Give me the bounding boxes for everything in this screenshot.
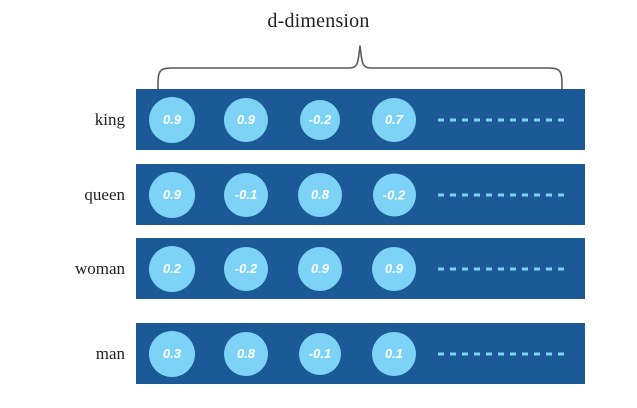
ellipsis-dash — [510, 193, 516, 196]
ellipsis-dash — [474, 118, 480, 121]
embedding-value-circle: 0.3 — [149, 330, 195, 377]
ellipsis-dash — [558, 267, 564, 270]
embedding-value-circle: -0.2 — [300, 99, 340, 140]
ellipsis-dash — [450, 267, 456, 270]
embedding-vector-bar: 0.9 -0.1 0.8 -0.2 — [136, 164, 585, 225]
ellipsis-dash — [534, 118, 540, 121]
ellipsis-dash — [474, 267, 480, 270]
embedding-value-circle: 0.8 — [298, 172, 342, 217]
embedding-row: woman 0.2 -0.2 0.9 0.9 — [0, 238, 637, 300]
embedding-value-circle: 0.9 — [372, 246, 416, 291]
ellipsis-dash — [462, 352, 468, 355]
ellipsis-dash — [522, 352, 528, 355]
ellipsis-dash — [438, 118, 444, 121]
ellipsis-dash — [546, 193, 552, 196]
ellipsis-dash — [510, 352, 516, 355]
embedding-row: queen 0.9 -0.1 0.8 -0.2 — [0, 164, 637, 226]
ellipsis-dash — [486, 193, 492, 196]
ellipsis-dash — [498, 352, 504, 355]
ellipsis-dash — [486, 267, 492, 270]
ellipsis-dash — [486, 352, 492, 355]
ellipsis-dash — [558, 352, 564, 355]
embedding-value-circle: 0.1 — [372, 331, 416, 376]
ellipsis-dash — [474, 352, 480, 355]
embedding-vector-bar: 0.3 0.8 -0.1 0.1 — [136, 323, 585, 384]
embedding-value-circle: 0.9 — [149, 96, 195, 143]
ellipsis-dots — [438, 193, 564, 196]
ellipsis-dash — [546, 118, 552, 121]
embedding-value-circle: 0.7 — [372, 97, 416, 142]
ellipsis-dash — [498, 267, 504, 270]
ellipsis-dash — [558, 193, 564, 196]
row-label-woman: woman — [74, 259, 125, 278]
ellipsis-dash — [522, 118, 528, 121]
ellipsis-dash — [438, 267, 444, 270]
ellipsis-dash — [474, 193, 480, 196]
row-label-king: king — [94, 110, 125, 129]
embedding-row: man 0.3 0.8 -0.1 0.1 — [0, 323, 637, 385]
ellipsis-dash — [486, 118, 492, 121]
embedding-vector-bar: 0.2 -0.2 0.9 0.9 — [136, 238, 585, 299]
ellipsis-dash — [462, 118, 468, 121]
embedding-value-circle: 0.8 — [224, 331, 268, 376]
brace-icon — [157, 45, 563, 90]
embedding-vector-bar: 0.9 0.9 -0.2 0.7 — [136, 89, 585, 150]
page-title: d-dimension — [267, 10, 370, 32]
embedding-value-circle: -0.2 — [224, 246, 268, 291]
ellipsis-dash — [522, 193, 528, 196]
row-label-man: man — [95, 344, 125, 363]
ellipsis-dash — [450, 352, 456, 355]
ellipsis-dots — [438, 352, 564, 355]
ellipsis-dash — [558, 118, 564, 121]
ellipsis-dash — [510, 118, 516, 121]
ellipsis-dash — [450, 193, 456, 196]
ellipsis-dash — [462, 193, 468, 196]
ellipsis-dots — [438, 267, 564, 270]
ellipsis-dash — [438, 193, 444, 196]
embedding-value-circle: 0.9 — [298, 246, 342, 291]
embedding-row: king 0.9 0.9 -0.2 0.7 — [0, 89, 637, 151]
ellipsis-dash — [522, 267, 528, 270]
ellipsis-dash — [450, 118, 456, 121]
embedding-value-circle: -0.1 — [299, 332, 341, 375]
embedding-value-circle: -0.1 — [224, 172, 268, 217]
embedding-value-circle: 0.2 — [149, 245, 195, 292]
ellipsis-dash — [546, 267, 552, 270]
ellipsis-dash — [534, 267, 540, 270]
embedding-value-circle: 0.9 — [224, 97, 268, 142]
ellipsis-dash — [462, 267, 468, 270]
ellipsis-dots — [438, 118, 564, 121]
ellipsis-dash — [546, 352, 552, 355]
row-label-queen: queen — [84, 185, 125, 204]
embedding-value-circle: -0.2 — [372, 173, 416, 216]
dimension-brace — [150, 42, 570, 90]
ellipsis-dash — [534, 193, 540, 196]
ellipsis-dash — [510, 267, 516, 270]
ellipsis-dash — [438, 352, 444, 355]
ellipsis-dash — [498, 118, 504, 121]
ellipsis-dash — [498, 193, 504, 196]
ellipsis-dash — [534, 352, 540, 355]
embedding-value-circle: 0.9 — [149, 171, 195, 218]
